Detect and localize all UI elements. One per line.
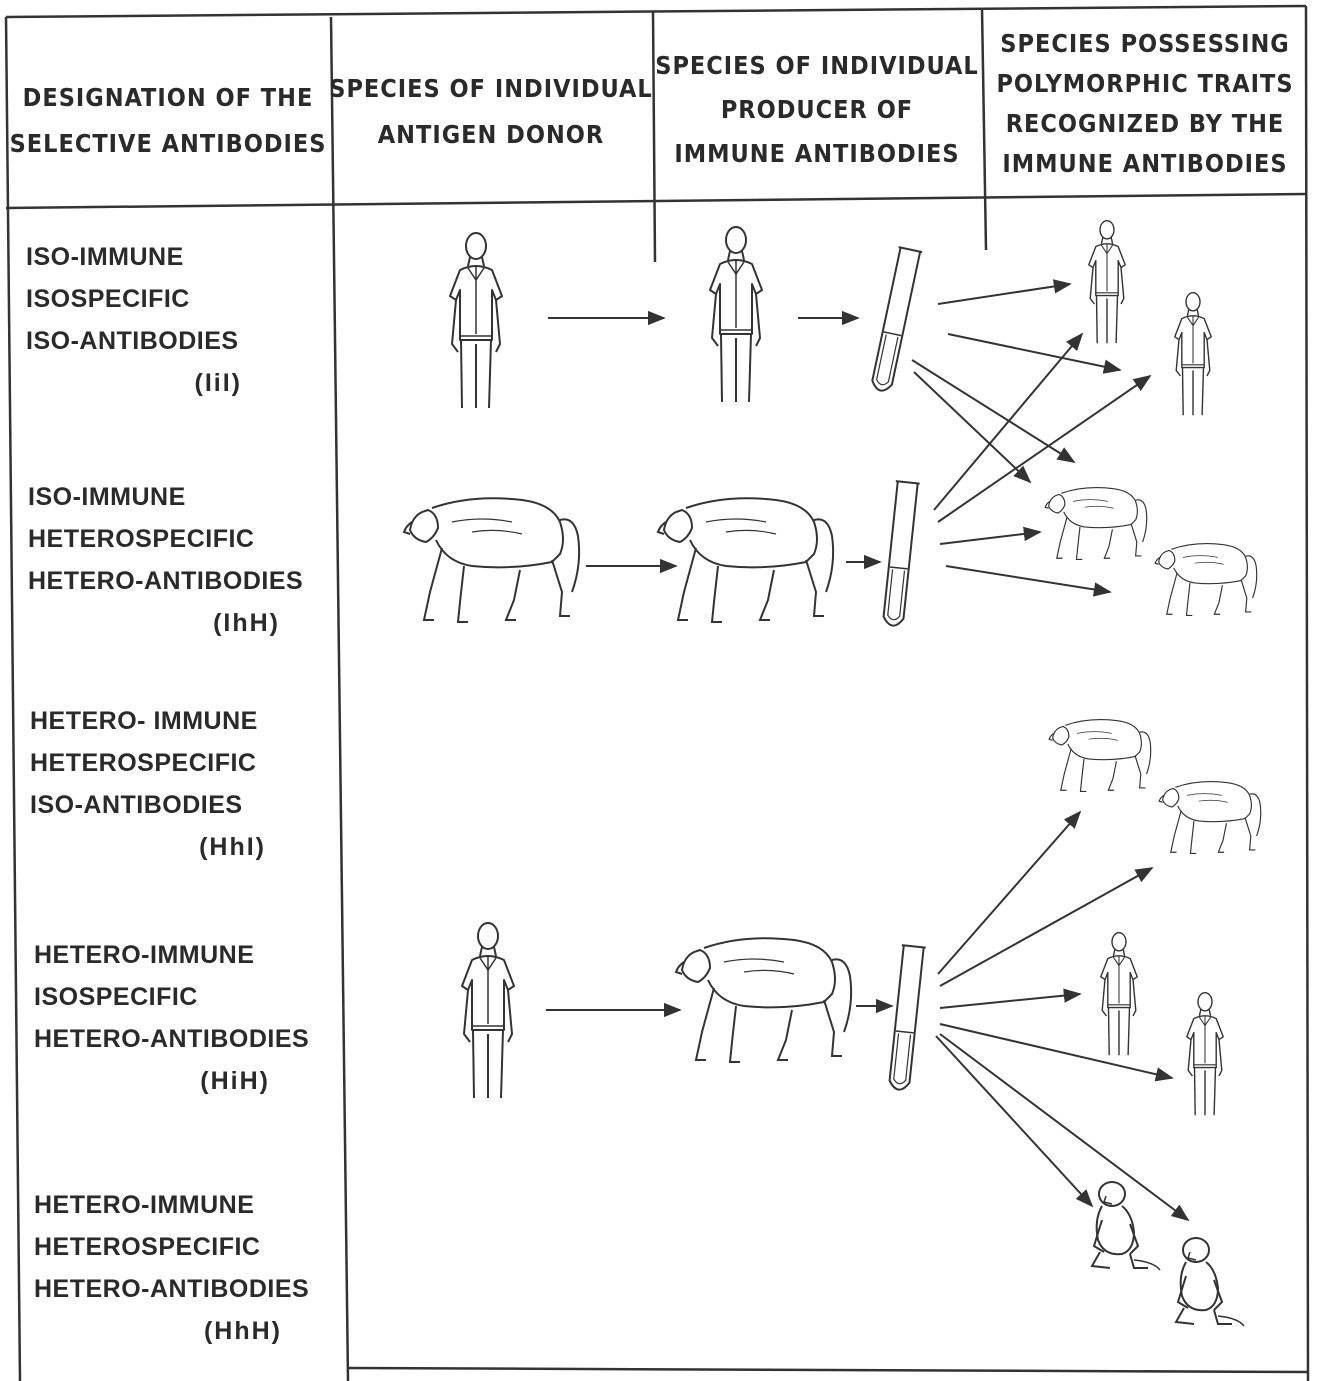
- frame-top-border: [5, 4, 1307, 19]
- header-line: SPECIES OF INDIVIDUAL: [655, 51, 979, 81]
- table-frame: [4, 4, 1310, 1381]
- arrow: [937, 279, 1072, 305]
- arrow: [939, 1023, 1174, 1082]
- sitting-monkey-figure: [1091, 1181, 1161, 1271]
- row-label-hih: HETERO-IMMUNE ISOSPECIFIC HETERO-ANTIBOD…: [34, 934, 310, 1102]
- test-tube-icon: [879, 480, 921, 628]
- column-divider-3: [980, 7, 988, 251]
- baboon-figure: [1048, 719, 1152, 792]
- baboon-figure: [1044, 487, 1148, 560]
- test-tube-icon: [885, 944, 927, 1092]
- human-figure: [449, 232, 503, 409]
- row-label-line: ISOSPECIFIC: [26, 285, 190, 313]
- header-line: DESIGNATION OF THE: [22, 82, 314, 112]
- row-label-line: HETERO-ANTIBODIES: [34, 1275, 310, 1303]
- row-label-line: HETERO-IMMUNE: [34, 941, 255, 969]
- header-line: SPECIES POSSESSING: [1000, 29, 1290, 58]
- row-code: (IhH): [213, 609, 280, 637]
- arrow: [913, 371, 1032, 484]
- row-label-line: ISO-ANTIBODIES: [30, 791, 243, 819]
- arrow: [911, 359, 1076, 463]
- arrow: [939, 867, 1154, 987]
- row-label-hhi: HETERO- IMMUNE HETEROSPECIFIC ISO-ANTIBO…: [30, 700, 266, 868]
- row-label-line: HETEROSPECIFIC: [28, 525, 255, 553]
- arrow: [933, 332, 1084, 511]
- row-ihh-illustration: [403, 332, 1258, 628]
- bottom-border: [347, 1366, 1309, 1374]
- row-label-line: HETERO-ANTIBODIES: [28, 567, 304, 595]
- human-figure: [1100, 932, 1138, 1056]
- human-figure: [1088, 219, 1126, 344]
- column-divider-1: [329, 16, 350, 1381]
- header-designation: DESIGNATION OF THE SELECTIVE ANTIBODIES: [9, 46, 327, 196]
- arrow: [935, 1035, 1094, 1208]
- human-figure: [1174, 292, 1212, 416]
- header-line: POLYMORPHIC TRAITS: [996, 69, 1294, 98]
- row-hih-illustration: [461, 810, 1245, 1327]
- row-label-line: HETEROSPECIFIC: [34, 1233, 261, 1261]
- column-divider-2: [651, 11, 657, 263]
- row-label-line: ISO-ANTIBODIES: [26, 327, 239, 355]
- row-label-ihh: ISO-IMMUNE HETEROSPECIFIC HETERO-ANTIBOD…: [28, 476, 304, 644]
- baboon-figure: [1158, 781, 1262, 854]
- human-figure: [709, 226, 763, 403]
- frame-right-border: [1304, 5, 1310, 1381]
- row-label-line: HETERO- IMMUNE: [30, 707, 258, 735]
- baboon-figure: [675, 937, 853, 1063]
- header-divider: [5, 192, 1307, 210]
- sitting-monkey-figure: [1175, 1237, 1245, 1327]
- arrow: [947, 333, 1122, 374]
- human-figure: [461, 922, 515, 1099]
- arrow: [945, 565, 1112, 597]
- arrow: [937, 810, 1082, 975]
- row-code: (HhI): [199, 833, 266, 861]
- row-label-line: HETEROSPECIFIC: [30, 749, 257, 777]
- arrow: [939, 988, 1082, 1009]
- header-antibody-producer: SPECIES OF INDIVIDUAL PRODUCER OF IMMUNE…: [655, 30, 979, 190]
- header-line: SELECTIVE ANTIBODIES: [9, 129, 327, 158]
- row-code: (IiI): [194, 369, 242, 397]
- row-label-iii: ISO-IMMUNE ISOSPECIFIC ISO-ANTIBODIES (I…: [26, 236, 242, 404]
- row-code: (HiH): [200, 1067, 270, 1095]
- header-line: IMMUNE ANTIBODIES: [1002, 149, 1288, 178]
- row-hhi-illustration: [1048, 719, 1262, 854]
- header-line: PRODUCER OF: [720, 95, 914, 125]
- row-code: (HhH): [203, 1317, 282, 1345]
- row-label-line: HETERO-ANTIBODIES: [34, 1025, 310, 1053]
- row-iii-illustration: [449, 219, 1212, 484]
- arrow: [939, 1033, 1190, 1222]
- header-line: RECOGNIZED BY THE: [1005, 109, 1285, 138]
- row-label-hhh: HETERO-IMMUNE HETEROSPECIFIC HETERO-ANTI…: [34, 1184, 310, 1352]
- baboon-figure: [403, 497, 581, 623]
- baboon-figure: [657, 497, 835, 623]
- header-antigen-donor: SPECIES OF INDIVIDUAL ANTIGEN DONOR: [329, 42, 652, 182]
- header-line: ANTIGEN DONOR: [377, 120, 605, 149]
- baboon-figure: [1154, 543, 1258, 616]
- test-tube-icon: [867, 246, 924, 394]
- header-recognized-species: SPECIES POSSESSING POLYMORPHIC TRAITS RE…: [988, 16, 1302, 192]
- row-label-line: ISOSPECIFIC: [34, 983, 198, 1011]
- frame-left-border: [4, 16, 22, 1381]
- human-figure: [1186, 992, 1224, 1116]
- arrow: [937, 374, 1152, 523]
- row-label-line: HETERO-IMMUNE: [34, 1191, 255, 1219]
- header-line: SPECIES OF INDIVIDUAL: [329, 73, 653, 103]
- row-label-line: ISO-IMMUNE: [26, 243, 184, 271]
- row-label-line: ISO-IMMUNE: [28, 483, 186, 511]
- arrow: [939, 526, 1042, 545]
- header-line: IMMUNE ANTIBODIES: [674, 138, 960, 168]
